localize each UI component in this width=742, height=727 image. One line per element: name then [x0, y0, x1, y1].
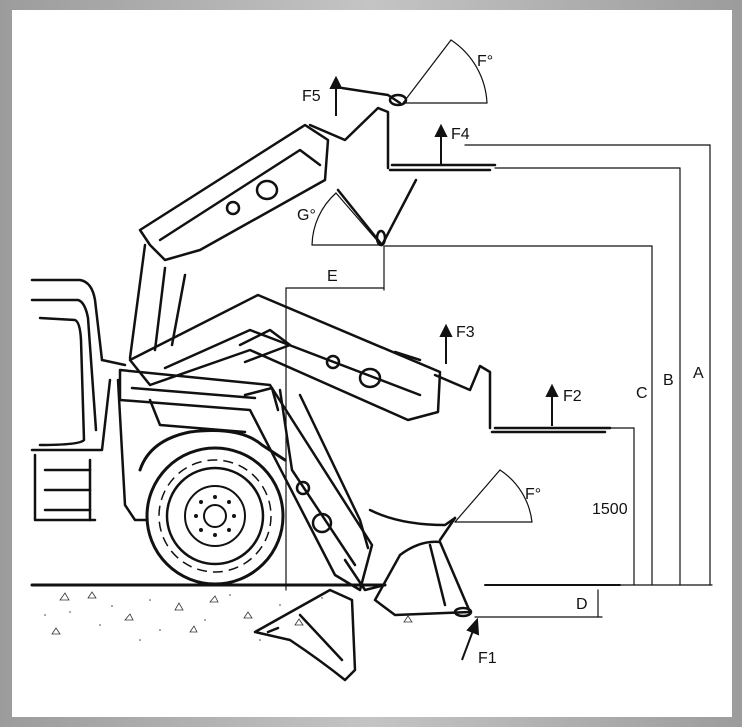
- label-f3: F3: [456, 324, 475, 341]
- label-dim-1500: 1500: [592, 501, 628, 518]
- front-wheel: [138, 429, 287, 586]
- label-dim-c: C: [636, 385, 648, 402]
- label-f-angle-bottom: F°: [525, 486, 541, 503]
- dimension-lines: [285, 144, 713, 618]
- bucket-upper: [336, 178, 418, 247]
- label-f1: F1: [478, 650, 497, 667]
- label-f-angle-top: F°: [477, 53, 493, 70]
- loader-arm-lower: [118, 368, 387, 592]
- angle-indicators: [311, 39, 533, 523]
- loader-arm-middle: [128, 293, 612, 434]
- label-dim-d: D: [576, 596, 588, 613]
- tractor-body: [30, 278, 150, 522]
- label-dim-e: E: [327, 268, 338, 285]
- force-arrows: [329, 75, 559, 661]
- bucket-dump: [253, 588, 357, 682]
- label-dim-a: A: [693, 365, 704, 382]
- label-dim-b: B: [663, 372, 674, 389]
- label-g-angle: G°: [297, 207, 316, 224]
- bucket-ground: [368, 508, 473, 618]
- loader-arm-upper: [128, 86, 497, 360]
- label-f2: F2: [563, 388, 582, 405]
- label-f4: F4: [451, 126, 470, 143]
- label-f5: F5: [302, 88, 321, 105]
